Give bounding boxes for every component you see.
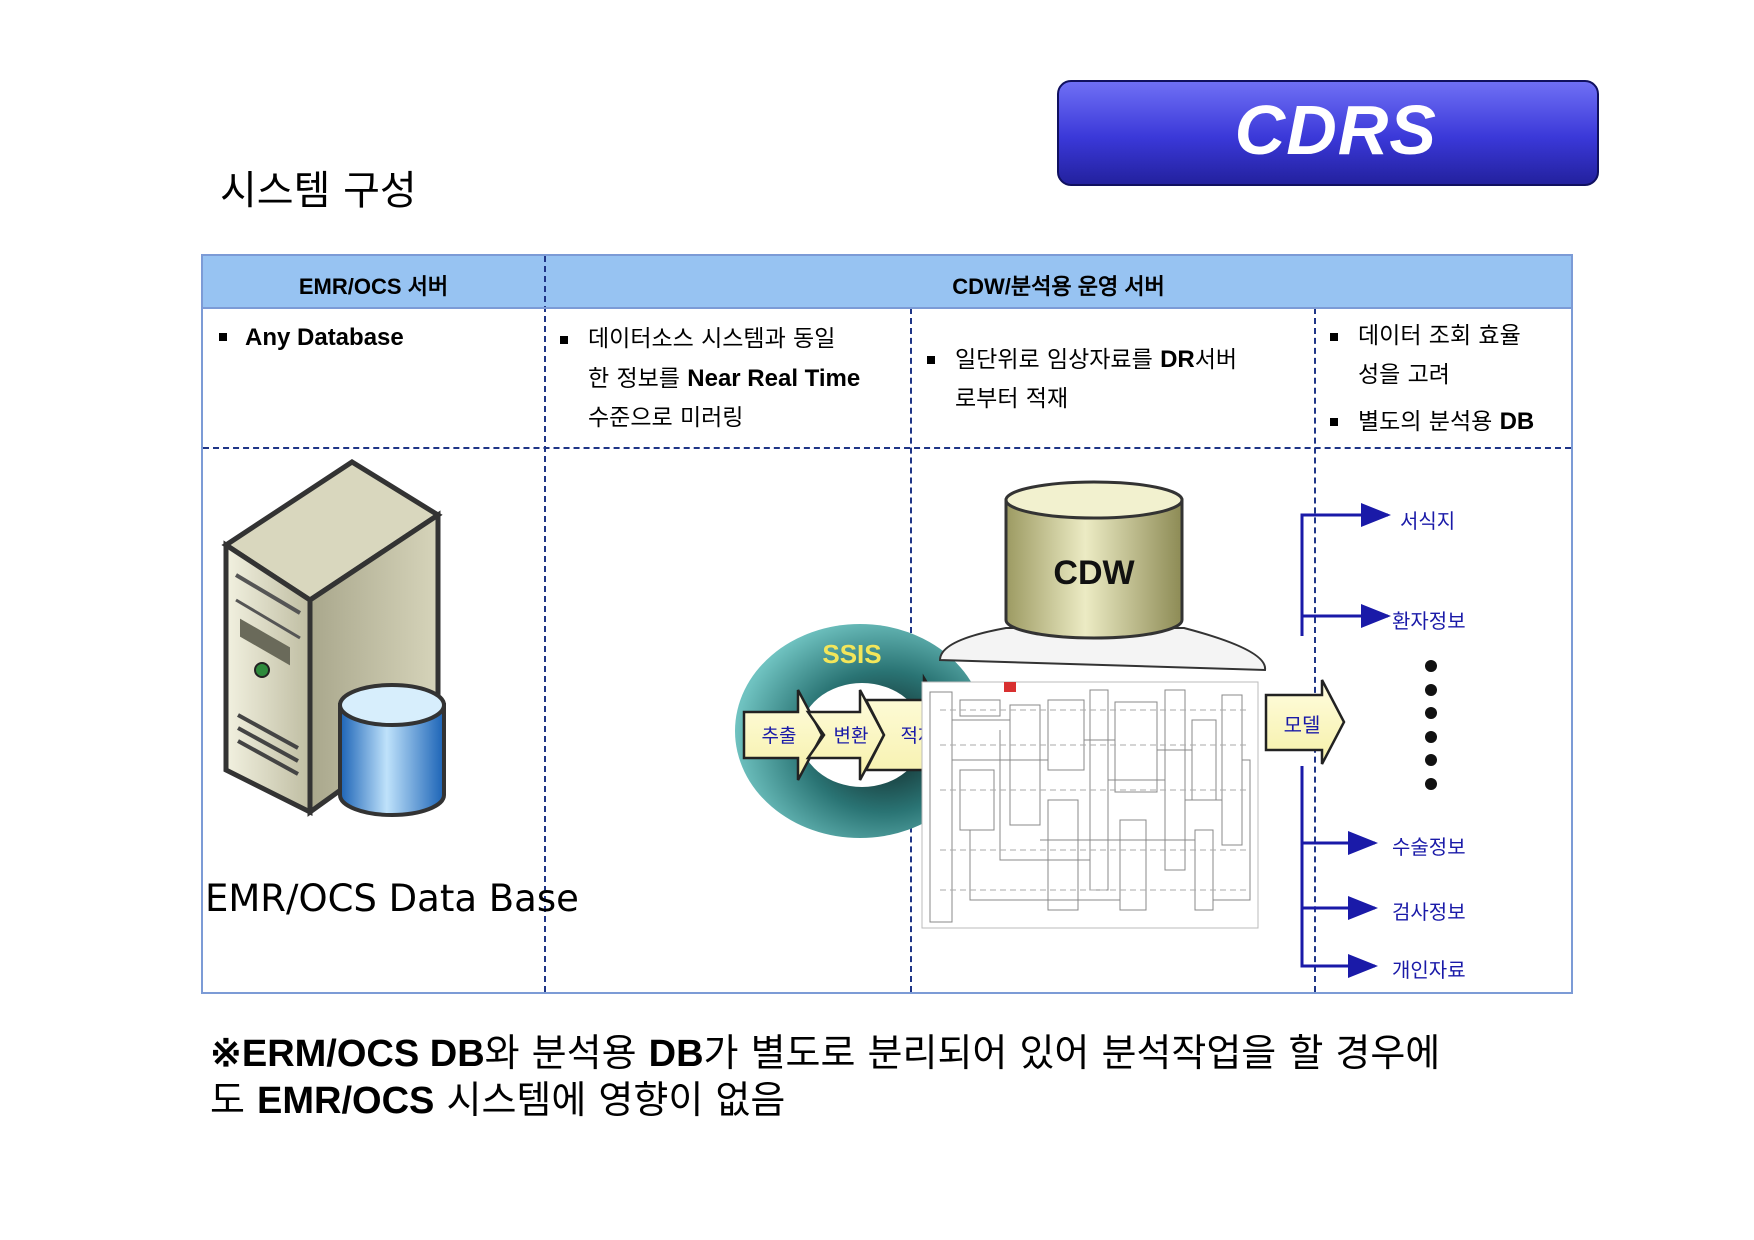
col3-text: 일단위로 임상자료를 DR서버 로부터 적재 (955, 346, 1238, 412)
col1-bullet-text: Any Database (245, 324, 404, 351)
ssis-label: SSIS (822, 639, 881, 669)
header-emr-ocs-server: EMR/OCS 서버 (298, 274, 449, 299)
page-title: 시스템 구성 (220, 168, 417, 214)
output-label-surgery-info: 수술정보 (1392, 835, 1466, 859)
footer-note: ※ERM/OCS DB와 분석용 DB가 별도로 분리되어 있어 분석작업을 할… (210, 1031, 1441, 1122)
etl-step-extract: 추출 (762, 725, 797, 747)
erd-schema-image (921, 681, 1259, 929)
output-connectors (1300, 503, 1391, 978)
col4-text-1: 데이터 조회 효율 성을 고려 (1358, 323, 1521, 388)
col2-text: 데이터소스 시스템과 동일 한 정보를 Near Real Time 수준으로 … (588, 326, 861, 431)
col4-text-2: 별도의 분석용 DB (1358, 408, 1535, 435)
badge-label: CDRS (1234, 91, 1437, 169)
output-label-patient-info: 환자정보 (1392, 609, 1466, 633)
row-divider (203, 307, 1571, 309)
database-cylinder-icon (338, 683, 446, 817)
model-arrow: 모델 (1264, 679, 1346, 765)
bullet-marker (1330, 333, 1338, 341)
cdw-label: CDW (1053, 554, 1135, 592)
ellipsis-dots (1425, 660, 1437, 790)
etl-step-transform: 변환 (834, 725, 869, 747)
bullet-marker (560, 336, 568, 344)
header-cdw-server: CDW/분석용 운영 서버 (952, 274, 1165, 299)
bullet-marker (219, 333, 227, 341)
bullet-marker (1330, 418, 1338, 426)
cdrs-badge: CDRS (1057, 80, 1599, 186)
system-table (201, 254, 1573, 994)
column-divider (1314, 308, 1316, 992)
output-label-form: 서식지 (1400, 509, 1456, 533)
row-divider (203, 447, 1571, 449)
db-caption: EMR/OCS Data Base (205, 877, 579, 920)
output-label-exam-info: 검사정보 (1392, 900, 1466, 924)
column-divider (544, 256, 546, 992)
cdw-database-icon: CDW (938, 480, 1267, 672)
model-label: 모델 (1284, 713, 1321, 737)
table-header-row (203, 256, 1571, 308)
output-label-personal-data: 개인자료 (1392, 958, 1466, 982)
bullet-marker (927, 356, 935, 364)
